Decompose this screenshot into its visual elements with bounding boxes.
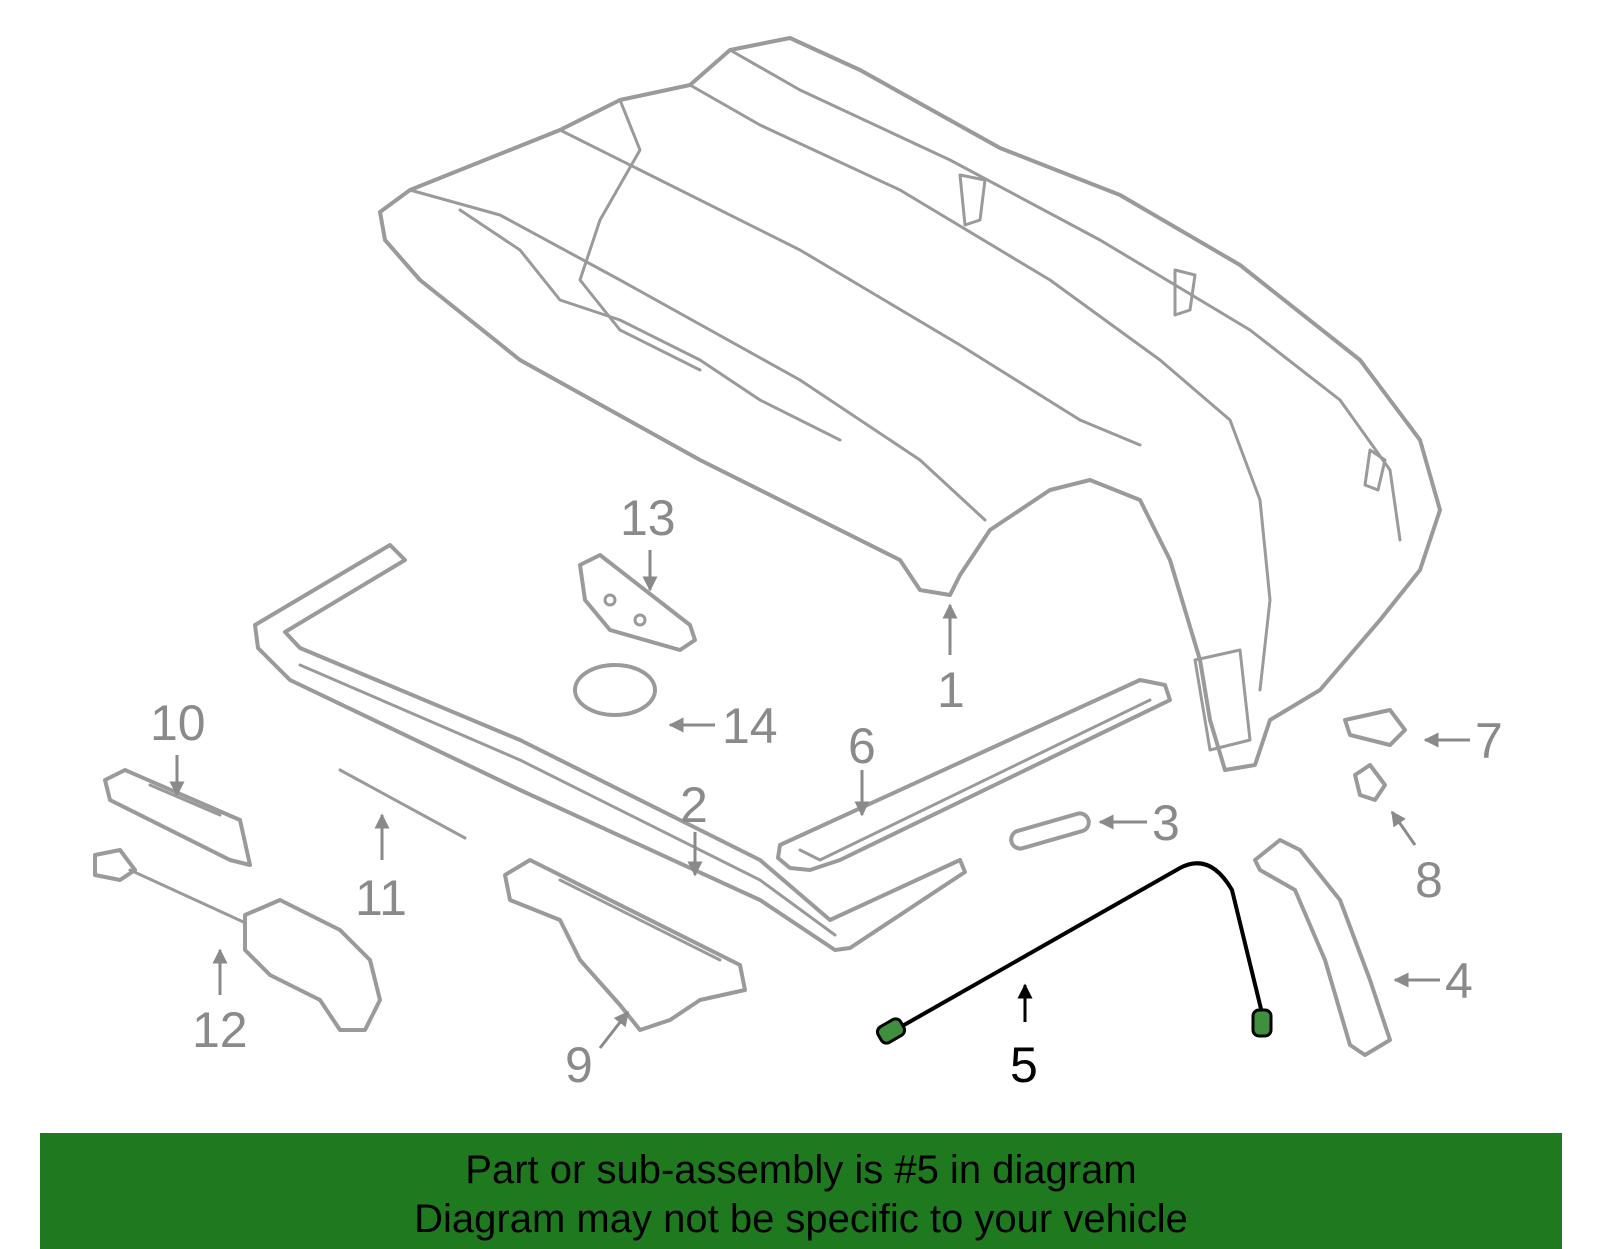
banner-line-2: Diagram may not be specific to your vehi… [414, 1197, 1188, 1241]
disclaimer-banner: Part or sub-assembly is #5 in diagram Di… [40, 1133, 1562, 1249]
part-5-cable [875, 861, 1273, 1045]
callout-2: 2 [680, 777, 708, 833]
part-12-pump [93, 848, 382, 1032]
callout-11: 11 [355, 870, 407, 926]
callout-13: 13 [620, 490, 676, 546]
part-13 [578, 553, 697, 652]
part-1-top-frame [378, 36, 1442, 772]
callout-4: 4 [1445, 953, 1473, 1009]
part-8 [1353, 763, 1387, 802]
callout-14: 14 [722, 698, 778, 754]
parts-diagram: 1 2 3 4 5 6 7 8 9 10 11 12 13 14 [93, 36, 1503, 1093]
part-2-seal [253, 543, 967, 952]
part-4-trim [1253, 838, 1392, 1057]
callout-5: 5 [1010, 1037, 1038, 1093]
callout-8: 8 [1415, 852, 1443, 908]
part-7 [1343, 708, 1407, 747]
callout-9: 9 [565, 1037, 593, 1093]
part-6-rail [776, 678, 1172, 872]
callout-6: 6 [848, 718, 876, 774]
banner-line-1: Part or sub-assembly is #5 in diagram [465, 1148, 1137, 1192]
part-3 [1009, 811, 1091, 851]
part-10 [103, 768, 252, 867]
part-14 [573, 663, 657, 717]
callout-7: 7 [1475, 713, 1503, 769]
callout-10: 10 [150, 695, 206, 751]
part-9-bracket [503, 858, 747, 1032]
callout-12: 12 [192, 1002, 248, 1058]
leader-lines [169, 550, 1470, 1049]
callout-1: 1 [937, 662, 965, 718]
part-11-rod [338, 768, 467, 840]
callout-3: 3 [1152, 795, 1180, 851]
